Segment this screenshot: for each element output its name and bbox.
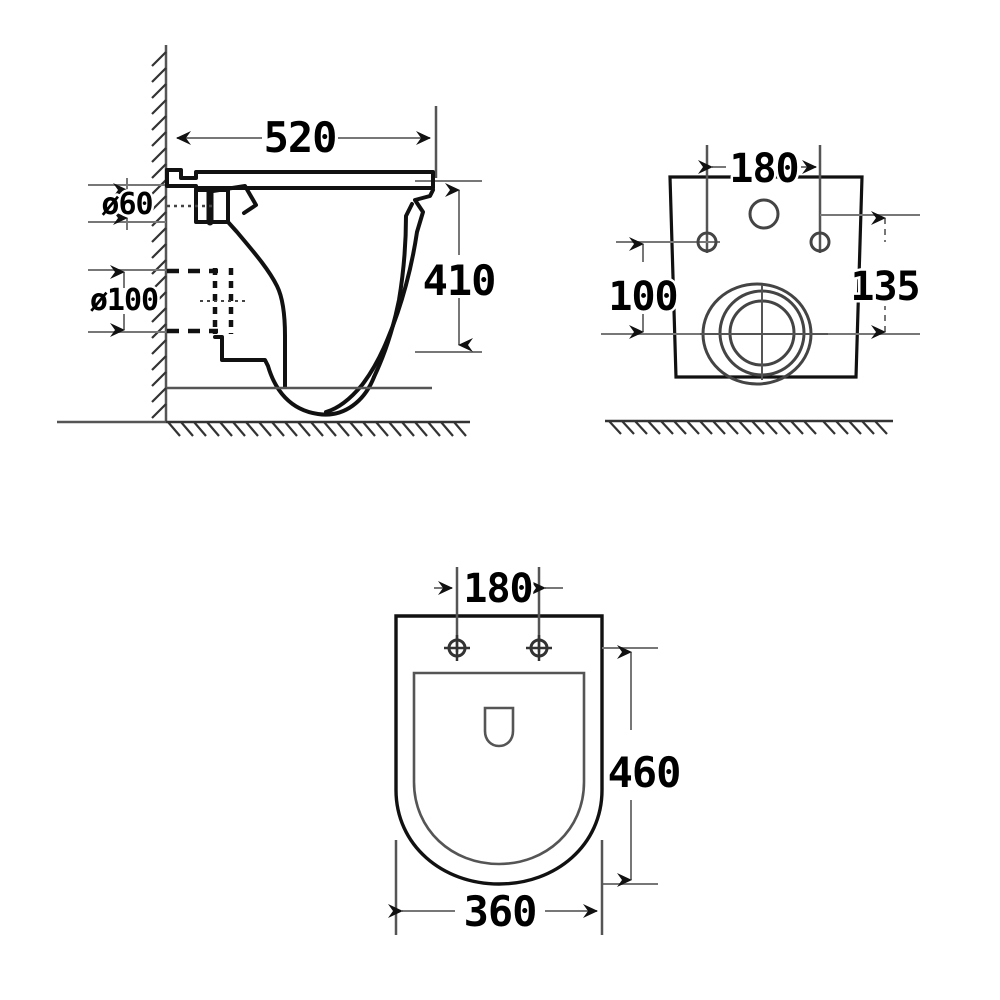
mounting-hole-left [696,231,718,253]
hinge-hole-left [444,635,470,661]
bowl-bottom-curve [213,335,376,417]
wall-hatching [151,51,167,419]
dim-label-410: 410 [423,256,496,305]
dim-label-100: 100 [608,274,677,320]
floor-hatching [167,421,467,437]
dim-label-180-plan: 180 [463,566,532,612]
dim-label-520: 520 [264,113,337,162]
front-body-outline [668,175,864,379]
bowl-opening [483,706,515,748]
seat-outer-outline [394,614,604,886]
dimension-410: 410 [415,180,499,353]
inlet-spout [211,184,258,215]
dim-label-460: 460 [608,748,681,797]
dimension-100: 100 [601,237,720,339]
front-elevation-view: 180 100 135 [601,144,923,435]
bowl-inner-right-wall [372,202,414,379]
dim-label-360: 360 [464,887,537,936]
rim-wall-step [165,168,198,188]
top-plan-view: 180 460 360 [388,564,684,939]
dim-label-135: 135 [850,264,919,310]
flush-inlet-circle [748,198,780,230]
inner-rim-outline [412,671,586,866]
bowl-section-profile [165,168,435,417]
dimension-135: 135 [820,211,923,339]
waste-outlet-circles [700,282,828,386]
dimension-460: 460 [602,645,684,887]
hinge-hole-right [526,635,552,661]
dimension-180-front: 180 [698,144,822,253]
dimension-dia100: ø100 [87,265,166,337]
front-floor-hatching [608,420,888,435]
dim-label-180-front: 180 [729,146,798,192]
dimension-360: 360 [388,840,604,939]
mounting-hole-right [809,231,831,253]
side-section-view: 520 410 ø60 ø100 [57,45,499,437]
dimension-dia60: ø60 [88,178,166,230]
rim-top-outline [165,168,435,190]
dim-label-dia100: ø100 [90,283,158,318]
dimension-520: 520 [176,106,438,178]
bowl-inner-left-wall [226,220,287,389]
dim-label-dia60: ø60 [101,187,152,222]
